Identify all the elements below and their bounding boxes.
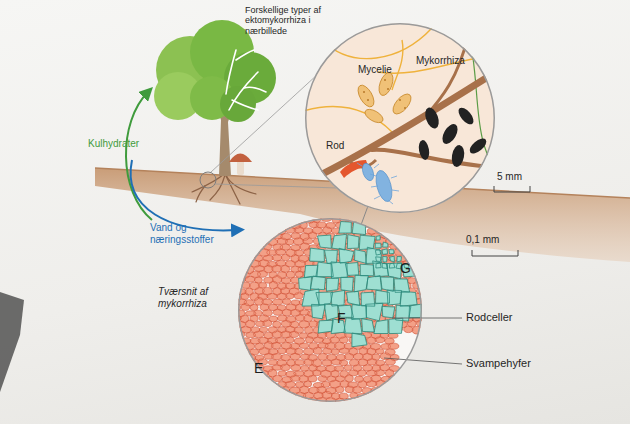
flow-label: Kulhydrater bbox=[88, 138, 139, 150]
cross-section-heading: Tværsnit af mykorrhiza bbox=[158, 286, 234, 309]
leader-line bbox=[384, 358, 462, 364]
mycorrhiza-tip bbox=[450, 144, 466, 168]
part-label: Mycelie bbox=[358, 64, 392, 76]
closeup-background bbox=[305, 23, 495, 213]
dot bbox=[387, 88, 389, 90]
mushroom-cap bbox=[229, 154, 252, 163]
scale-bar bbox=[472, 250, 518, 256]
mycorrhiza-tip bbox=[390, 91, 415, 117]
cross-section bbox=[231, 216, 431, 405]
black-mycorrhiza bbox=[417, 105, 489, 168]
dot bbox=[404, 107, 406, 109]
canopy-blob bbox=[220, 86, 256, 122]
part-label: Rod bbox=[326, 140, 344, 152]
closeup-circle: Forskellige typer af ektomykorrhiza i næ… bbox=[305, 23, 495, 213]
hypha-thread bbox=[392, 40, 403, 90]
circle-outline bbox=[305, 23, 495, 213]
dot bbox=[399, 99, 401, 101]
root-main bbox=[298, 68, 502, 186]
mycorrhiza-tip bbox=[439, 121, 460, 146]
hypha-tuft bbox=[357, 163, 399, 204]
closeup-heading: Forskellige typer af ektomykorrhiza i næ… bbox=[245, 5, 340, 36]
scale-label: 5 mm bbox=[497, 171, 522, 183]
root-branch bbox=[424, 36, 468, 118]
thin-root bbox=[468, 30, 500, 176]
mycorrhiza-tip bbox=[456, 105, 477, 127]
paper-shadow bbox=[0, 292, 24, 392]
circle-border bbox=[306, 24, 495, 213]
mushroom-stem bbox=[237, 160, 244, 175]
mycorrhiza-tip bbox=[363, 107, 385, 126]
region-letter: F bbox=[337, 310, 346, 326]
mycorrhiza-tip bbox=[467, 136, 489, 157]
dot bbox=[384, 79, 386, 81]
mycorrhiza-tip bbox=[355, 83, 377, 110]
leader-line bbox=[392, 318, 462, 319]
part-label: Svampehyfer bbox=[466, 357, 531, 370]
mycorrhiza-tip bbox=[360, 162, 376, 182]
hypha-thread bbox=[322, 28, 432, 59]
root-branch bbox=[372, 150, 502, 168]
region-letter: G bbox=[400, 260, 411, 276]
mycorrhiza-dots bbox=[363, 79, 406, 109]
scale-label: 0,1 mm bbox=[466, 234, 499, 246]
fungal-hyphae-cells bbox=[231, 216, 431, 405]
dot bbox=[363, 91, 365, 93]
circle-border bbox=[239, 219, 422, 402]
mycelium-threads bbox=[300, 28, 500, 132]
cross-section-circle: Tværsnit af mykorrhiza bbox=[238, 218, 422, 402]
branch-line bbox=[232, 100, 258, 110]
root-line bbox=[196, 186, 205, 202]
tree-branches bbox=[226, 50, 266, 110]
root-cells bbox=[299, 220, 423, 347]
flow-label: Vand og næringsstoffer bbox=[150, 222, 230, 245]
branch-line bbox=[236, 50, 254, 60]
mycorrhiza-tip bbox=[423, 106, 442, 131]
branch-line bbox=[244, 87, 266, 92]
yellow-mycorrhiza bbox=[355, 71, 415, 126]
root-line bbox=[210, 175, 225, 200]
zoom-line bbox=[215, 184, 338, 188]
dot bbox=[367, 99, 369, 101]
closeup-illustration bbox=[298, 23, 502, 213]
root-line bbox=[226, 176, 240, 204]
mycorrhiza-tip bbox=[417, 139, 430, 160]
region-letter: E bbox=[254, 360, 263, 376]
zoom-line bbox=[211, 74, 318, 172]
part-label: Mykorrhiza bbox=[416, 55, 465, 67]
scale-bar bbox=[494, 186, 530, 192]
circle-outline bbox=[238, 218, 422, 402]
zoom-connector bbox=[362, 207, 368, 223]
hypha-thread bbox=[300, 106, 392, 132]
part-label: Rodceller bbox=[466, 311, 512, 324]
branch-line bbox=[226, 50, 236, 94]
water-arrow bbox=[131, 160, 238, 230]
branch-line bbox=[229, 72, 258, 110]
tree-roots bbox=[192, 174, 256, 204]
zoom-marker bbox=[200, 172, 216, 188]
blue-hyphae bbox=[357, 163, 399, 204]
